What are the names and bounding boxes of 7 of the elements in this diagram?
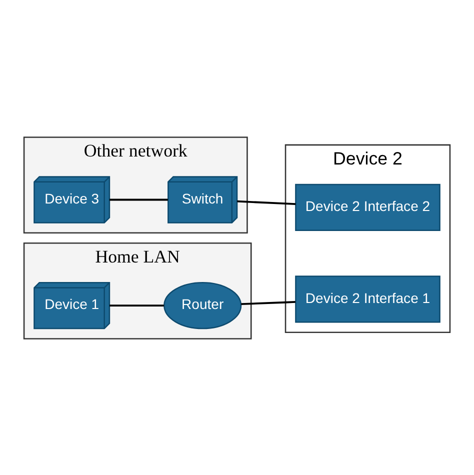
node-box: Device 2 Interface 1 bbox=[295, 275, 440, 322]
node-ellipse: Router bbox=[164, 281, 242, 329]
connector bbox=[237, 200, 296, 205]
connector bbox=[110, 304, 164, 306]
connector bbox=[241, 300, 296, 305]
connector bbox=[110, 198, 168, 200]
node-box: Device 2 Interface 2 bbox=[295, 183, 440, 230]
